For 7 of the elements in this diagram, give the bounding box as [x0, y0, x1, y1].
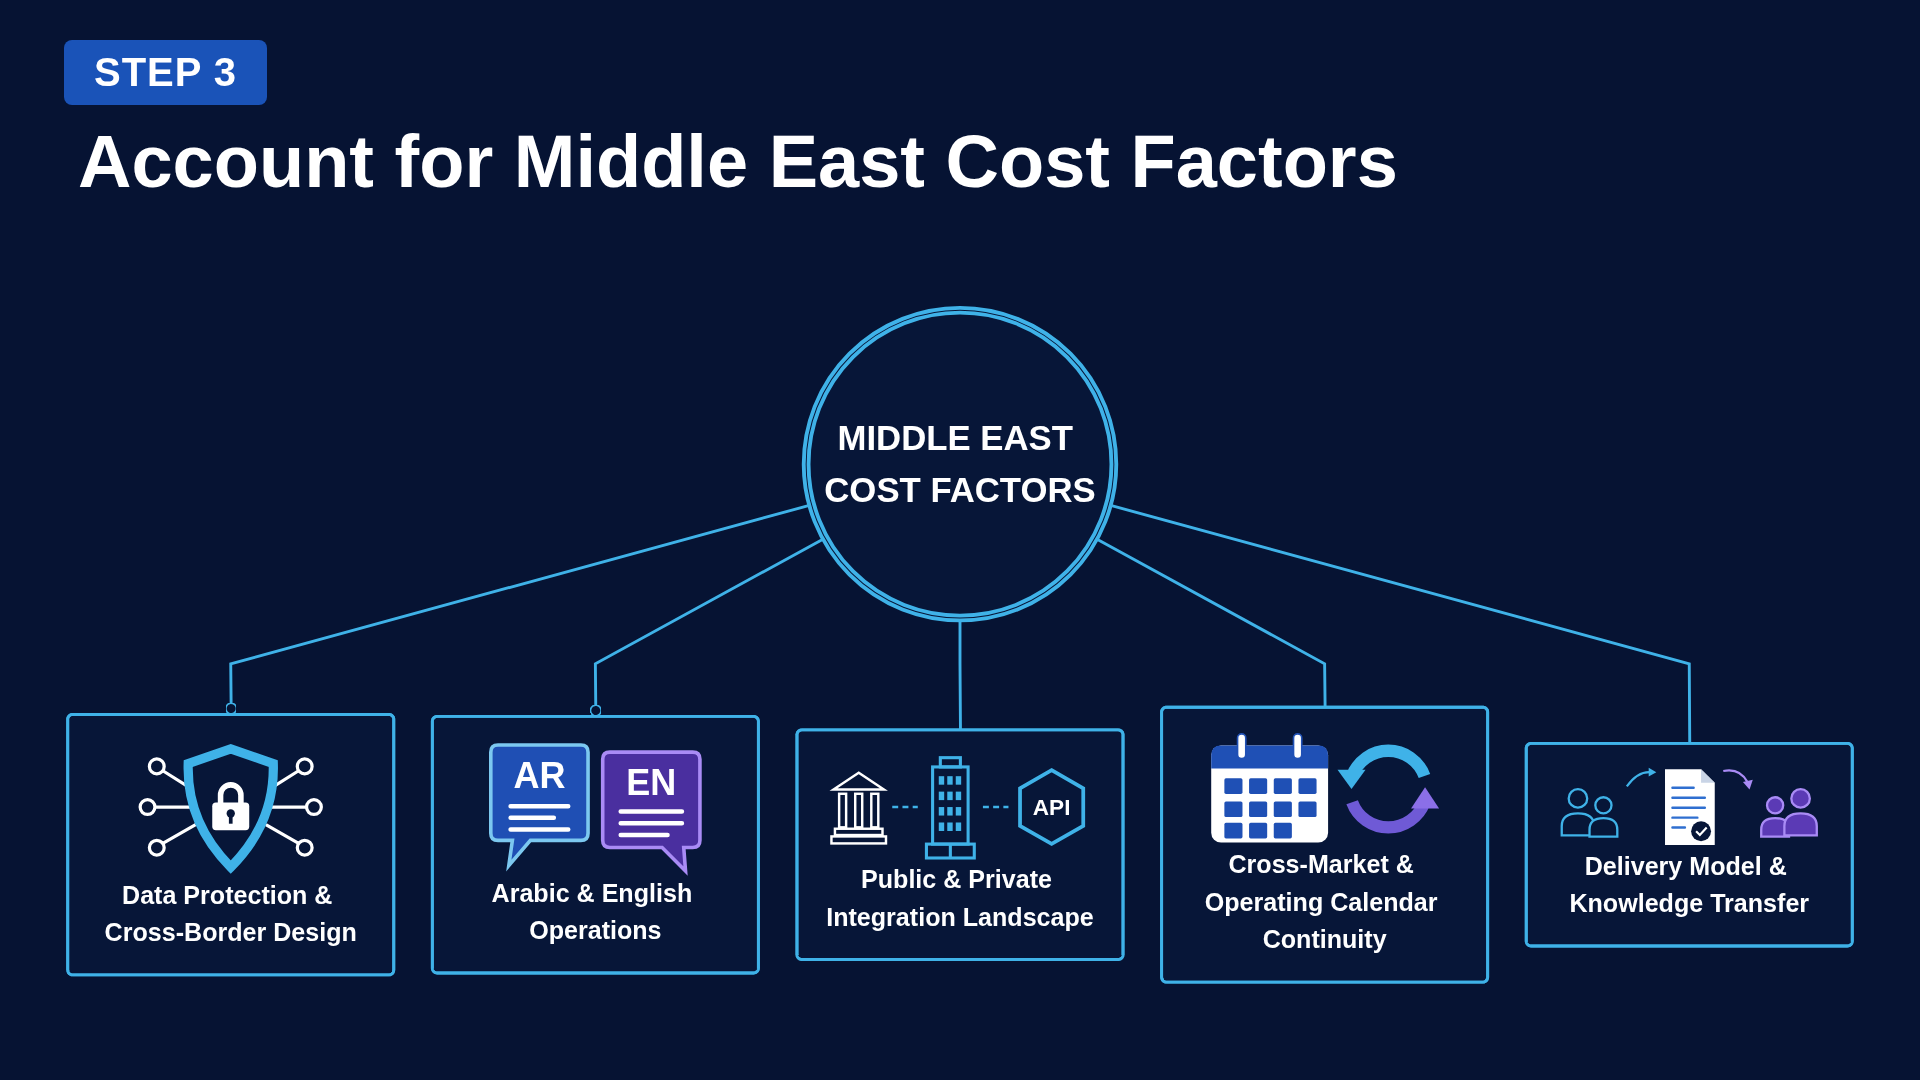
- node-circle: MIDDLE EAST COST FACTORS: [801, 305, 1119, 623]
- title: Account for Middle East Cost Factors: [78, 121, 1398, 203]
- connector: [589, 537, 824, 717]
- connector: [1110, 504, 1692, 744]
- connector: [1096, 537, 1327, 708]
- connector: [225, 504, 810, 715]
- step-badge: STEP 3: [64, 40, 268, 105]
